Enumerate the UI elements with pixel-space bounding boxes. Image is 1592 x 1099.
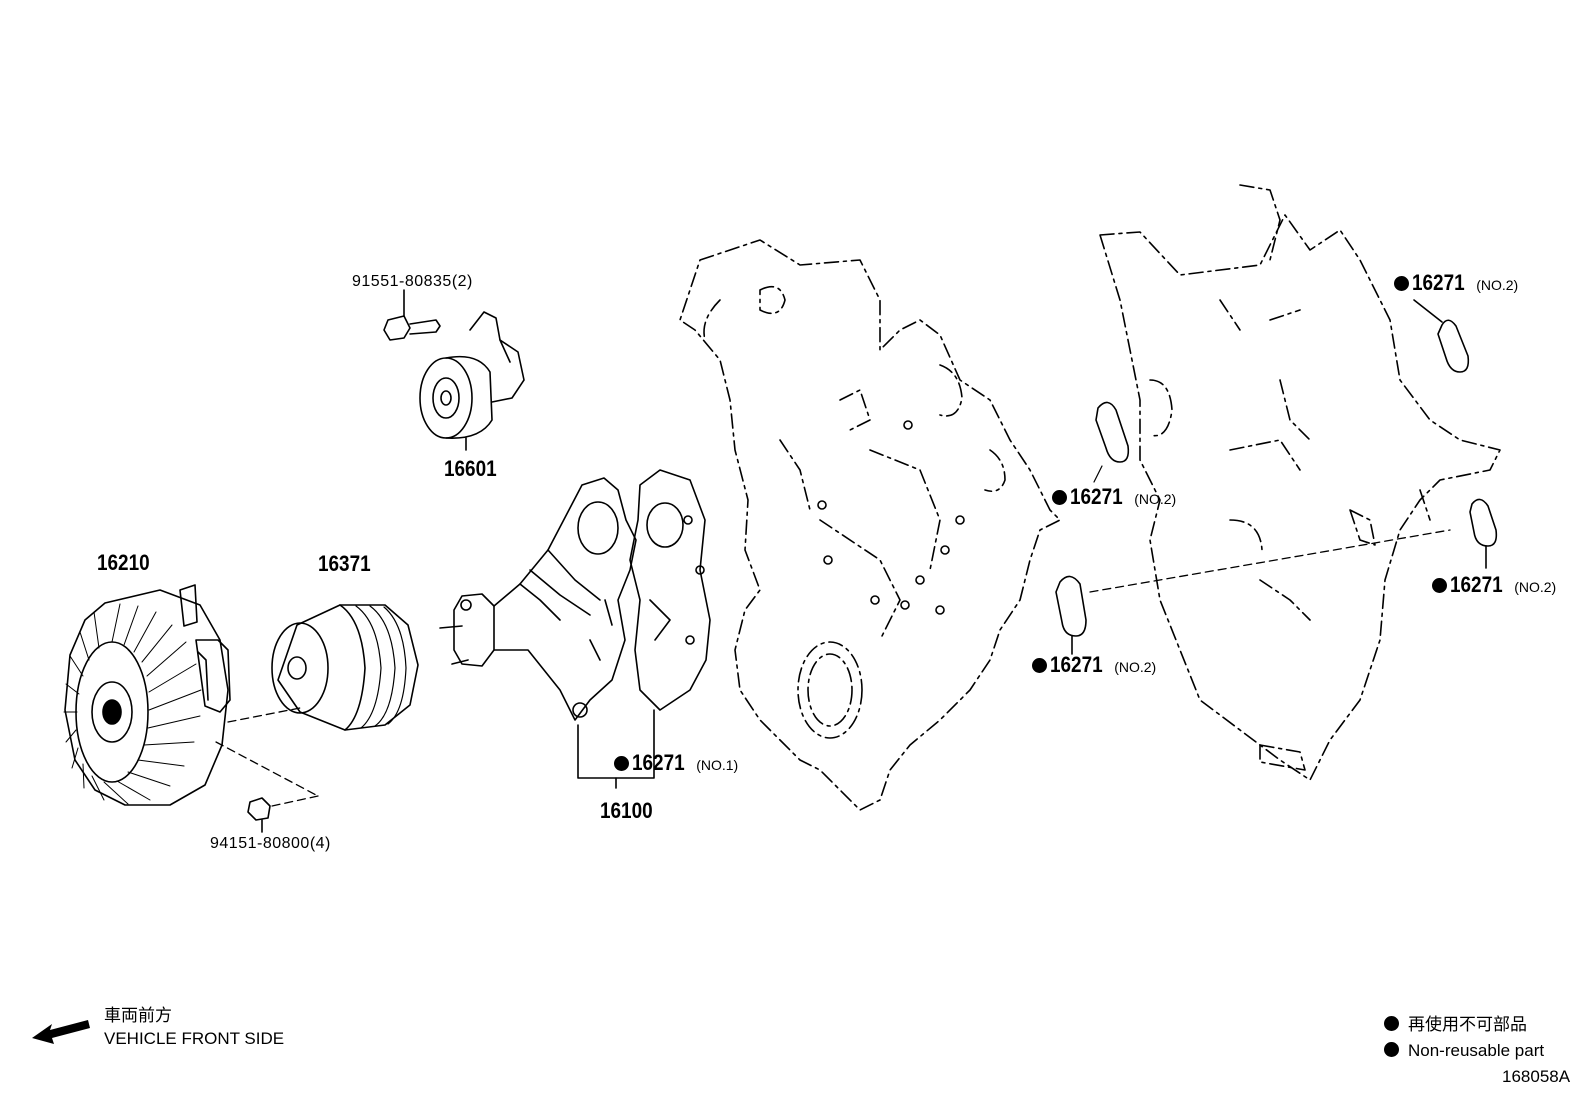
alignment-lines: [215, 529, 1451, 807]
non-reusable-dot-icon: [1384, 1042, 1399, 1057]
front-side-en: VEHICLE FRONT SIDE: [104, 1029, 285, 1048]
label-bolt-91551: 91551-80835(2): [352, 273, 473, 290]
label-fan-clutch-16210: 16210: [97, 550, 150, 575]
water-pump-16100: [439, 469, 711, 789]
tensioner-16601: [419, 311, 525, 451]
engine-block-rear: [1099, 184, 1501, 781]
label-gasket-16271-b: 16271(NO.2): [1032, 654, 1156, 676]
fan-clutch-16210: [63, 584, 231, 806]
label-gasket-16271-d: 16271(NO.2): [1432, 574, 1556, 596]
non-reusable-dot-icon: [1432, 578, 1447, 593]
non-reusable-dot-icon: [1384, 1016, 1399, 1031]
gaskets-16271: [1055, 299, 1498, 655]
non-reusable-dot-icon: [1394, 276, 1409, 291]
label-tensioner-16601: 16601: [444, 456, 497, 481]
nonreusable-legend-en: Non-reusable part: [1384, 1042, 1544, 1059]
front-arrow-icon: [32, 1020, 90, 1044]
label-gasket-16271-no1: 16271(NO.1): [614, 752, 738, 774]
nonreusable-legend-jp: 再使用不可部品: [1384, 1016, 1527, 1034]
pulley-16371: [271, 604, 419, 731]
non-reusable-dot-icon: [1052, 490, 1067, 505]
non-reusable-dot-icon: [1032, 658, 1047, 673]
label-pulley-16371: 16371: [318, 551, 371, 576]
label-nut-94151: 94151-80800(4): [210, 835, 331, 852]
label-gasket-16271-a: 16271(NO.2): [1052, 486, 1176, 508]
diagram-id: 168058A: [1502, 1067, 1571, 1086]
label-water-pump-16100: 16100: [600, 798, 653, 823]
nut-94151: [247, 797, 271, 833]
bolt-91551: [383, 289, 441, 341]
label-gasket-16271-c: 16271(NO.2): [1394, 272, 1518, 294]
front-side-jp: 車両前方: [104, 1006, 172, 1026]
timing-cover-front: [679, 239, 1061, 811]
non-reusable-dot-icon: [614, 756, 629, 771]
timing-cover-bolt-holes: [817, 420, 965, 615]
